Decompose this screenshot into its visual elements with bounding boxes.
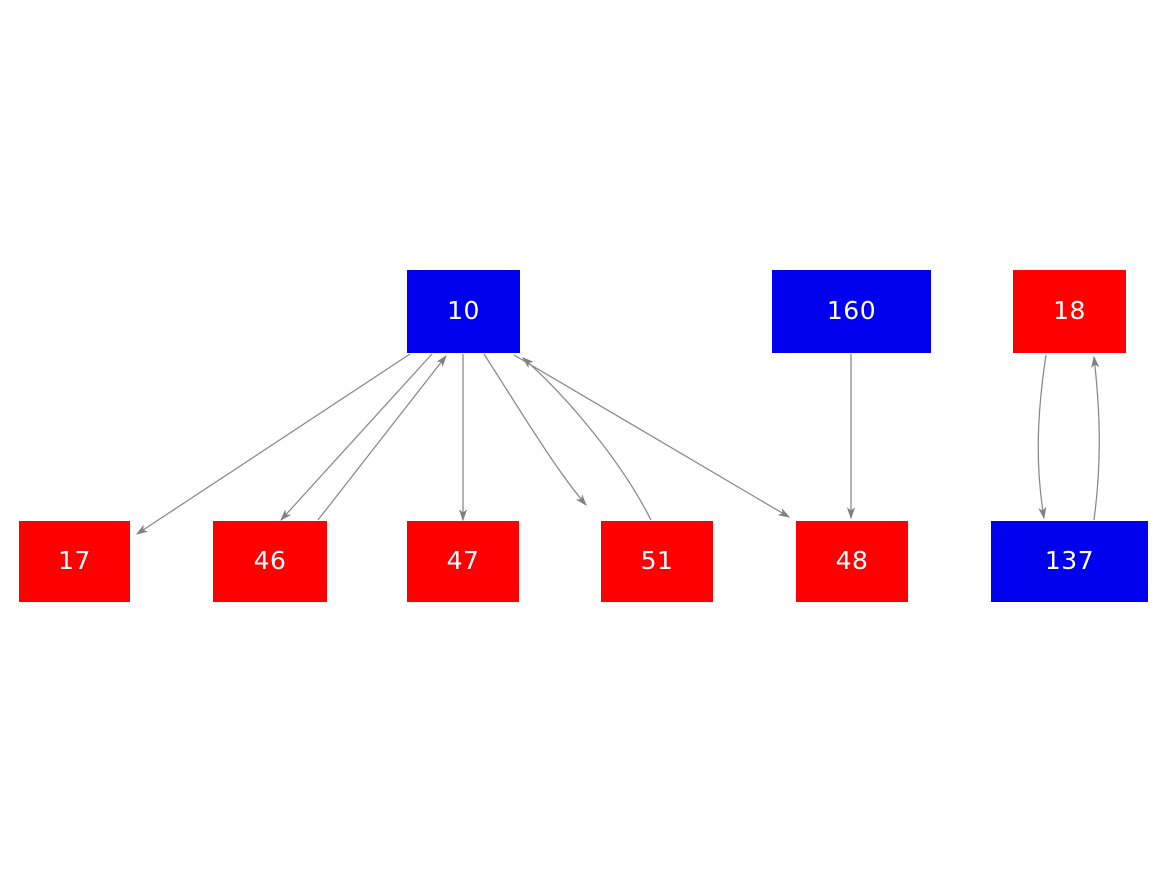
edge-10-to-51 xyxy=(483,353,587,506)
graph-node-label: 48 xyxy=(835,546,869,575)
graph-node-160[interactable]: 160 xyxy=(772,270,931,353)
edge-46-to-10 xyxy=(317,355,447,521)
graph-node-47[interactable]: 47 xyxy=(407,521,519,602)
graph-node-label: 46 xyxy=(253,546,287,575)
graph-node-46[interactable]: 46 xyxy=(213,521,327,602)
graph-node-label: 160 xyxy=(826,296,877,325)
graph-node-label: 17 xyxy=(58,546,91,575)
edge-137-to-18 xyxy=(1091,355,1100,521)
graph-node-label: 137 xyxy=(1044,546,1095,575)
graph-node-51[interactable]: 51 xyxy=(601,521,713,602)
graph-node-label: 47 xyxy=(446,546,480,575)
graph-node-10[interactable]: 10 xyxy=(407,270,520,353)
edge-10-to-17 xyxy=(135,353,411,535)
edge-51-to-10 xyxy=(522,357,652,521)
edge-18-to-137 xyxy=(1037,354,1047,520)
edges-group xyxy=(135,353,1100,535)
graph-node-48[interactable]: 48 xyxy=(796,521,908,602)
graph-node-label: 18 xyxy=(1053,296,1086,325)
edge-10-to-46 xyxy=(280,353,433,521)
graph-node-label: 10 xyxy=(447,296,480,325)
graph-node-137[interactable]: 137 xyxy=(991,521,1148,602)
graph-node-18[interactable]: 18 xyxy=(1013,270,1126,353)
edge-10-to-48 xyxy=(513,354,791,518)
graph-node-17[interactable]: 17 xyxy=(19,521,130,602)
graph-node-label: 51 xyxy=(640,546,674,575)
